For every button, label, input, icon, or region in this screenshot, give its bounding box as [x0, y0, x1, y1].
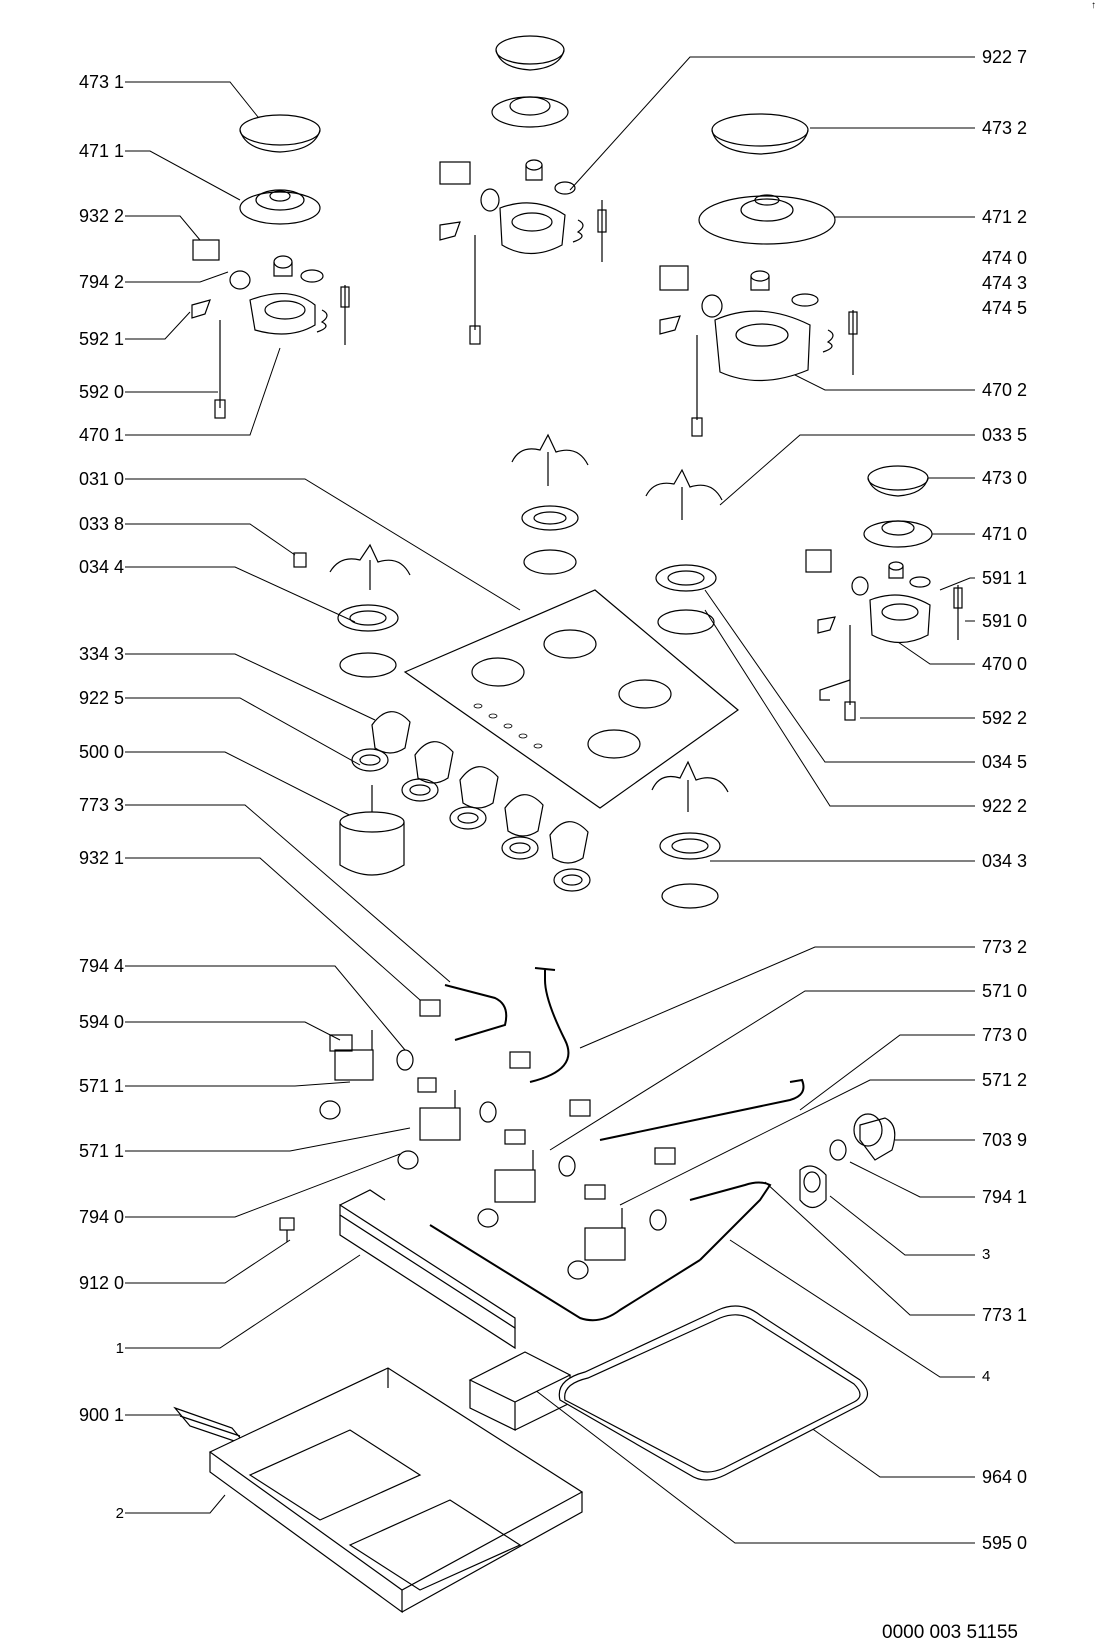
ignition-generator	[339, 785, 405, 876]
part-label-900-1: 900 1	[78, 1405, 124, 1425]
part-label-571-1-a: 571 1	[78, 1076, 124, 1096]
part-label-470-1: 470 1	[78, 425, 124, 445]
gas-pipes	[429, 967, 805, 1322]
knob-bezels	[351, 748, 591, 892]
leader-lines-left	[125, 81, 521, 1514]
part-label-964-0: 964 0	[982, 1467, 1028, 1487]
ignition-box	[468, 1351, 572, 1431]
part-label-1: 1	[115, 1340, 124, 1357]
part-label-922-2: 922 2	[982, 796, 1028, 816]
burner-assembly-semi-rapid	[439, 35, 607, 345]
part-label-912-0: 912 0	[78, 1273, 124, 1293]
part-label-571-2: 571 2	[982, 1070, 1028, 1090]
part-label-773-1: 773 1	[982, 1305, 1028, 1325]
part-label-033-5: 033 5	[982, 425, 1028, 445]
part-label-470-2: 470 2	[982, 380, 1028, 400]
burner-assembly-rapid	[659, 113, 858, 437]
part-label-594-0: 594 0	[78, 1012, 124, 1032]
part-label-034-3: 034 3	[982, 851, 1028, 871]
part-label-592-0: 592 0	[78, 382, 124, 402]
part-label-473-0: 473 0	[982, 468, 1028, 488]
gas-valves	[319, 999, 676, 1280]
part-label-473-2: 473 2	[982, 118, 1028, 138]
part-label-3: 3	[982, 1246, 991, 1263]
corner-arrow-icon: ↑	[1091, 0, 1096, 11]
part-label-592-1: 592 1	[78, 329, 124, 349]
part-label-334-3: 334 3	[78, 644, 124, 664]
cooktop-plate	[403, 589, 739, 809]
gas-inlet-fittings	[799, 1113, 896, 1209]
part-label-773-0: 773 0	[982, 1025, 1028, 1045]
bottom-tray	[208, 1367, 584, 1614]
part-label-474-5: 474 5	[982, 298, 1028, 318]
part-label-595-0: 595 0	[982, 1533, 1028, 1553]
part-label-034-4: 034 4	[78, 557, 124, 577]
part-label-470-0: 470 0	[982, 654, 1028, 674]
part-label-794-4: 794 4	[78, 956, 124, 976]
part-label-471-1: 471 1	[78, 141, 124, 161]
part-label-922-5: 922 5	[78, 688, 124, 708]
part-label-703-9: 703 9	[982, 1130, 1028, 1150]
document-number: 0000 003 51155	[882, 1622, 1018, 1643]
part-label-034-5: 034 5	[982, 752, 1028, 772]
part-label-571-0: 571 0	[982, 981, 1028, 1001]
frame-rail	[279, 1189, 516, 1350]
seal-gasket	[558, 1305, 869, 1481]
part-label-471-2: 471 2	[982, 207, 1028, 227]
part-label-471-0: 471 0	[982, 524, 1028, 544]
part-label-932-1: 932 1	[78, 848, 124, 868]
part-label-794-0: 794 0	[78, 1207, 124, 1227]
part-label-922-7: 922 7	[982, 47, 1028, 67]
burner-assembly-auxiliary	[191, 114, 350, 419]
part-label-474-0: 474 0	[982, 248, 1028, 268]
part-label-591-0: 591 0	[982, 611, 1028, 631]
part-label-031-0: 031 0	[78, 469, 124, 489]
part-label-4: 4	[982, 1368, 991, 1385]
burner-assembly-small	[805, 465, 963, 721]
part-label-591-1: 591 1	[982, 568, 1028, 588]
pan-supports	[293, 433, 729, 812]
part-label-473-1: 473 1	[78, 72, 124, 92]
part-label-2: 2	[115, 1505, 124, 1522]
part-label-474-3: 474 3	[982, 273, 1028, 293]
part-label-794-1: 794 1	[982, 1187, 1028, 1207]
leader-lines-right	[534, 56, 975, 1544]
part-label-794-2: 794 2	[78, 272, 124, 292]
control-knobs	[371, 711, 589, 864]
part-label-033-8: 033 8	[78, 514, 124, 534]
part-label-500-0: 500 0	[78, 742, 124, 762]
part-label-592-2: 592 2	[982, 708, 1028, 728]
part-label-932-2: 932 2	[78, 206, 124, 226]
part-label-571-1-b: 571 1	[78, 1141, 124, 1161]
part-label-773-2: 773 2	[982, 937, 1028, 957]
burner-rings	[337, 505, 721, 909]
part-label-773-3: 773 3	[78, 795, 124, 815]
